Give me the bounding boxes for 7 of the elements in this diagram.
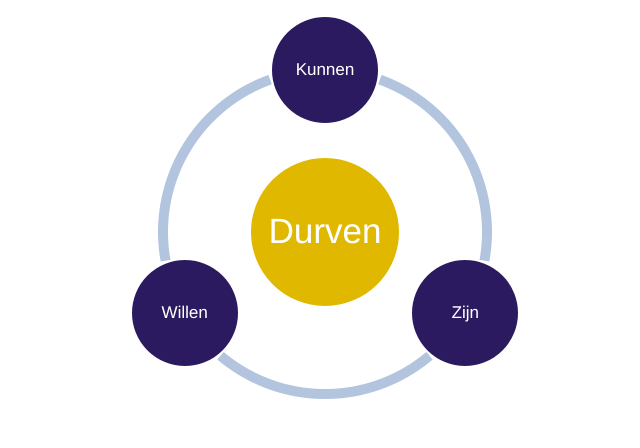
- node-label: Kunnen: [296, 60, 354, 80]
- node-label: Durven: [268, 212, 382, 252]
- ring-arc: [158, 74, 272, 262]
- ring-arc: [378, 74, 492, 262]
- ring-arc: [217, 352, 433, 399]
- node-label: Willen: [162, 304, 208, 322]
- node-label: Zijn: [452, 304, 479, 322]
